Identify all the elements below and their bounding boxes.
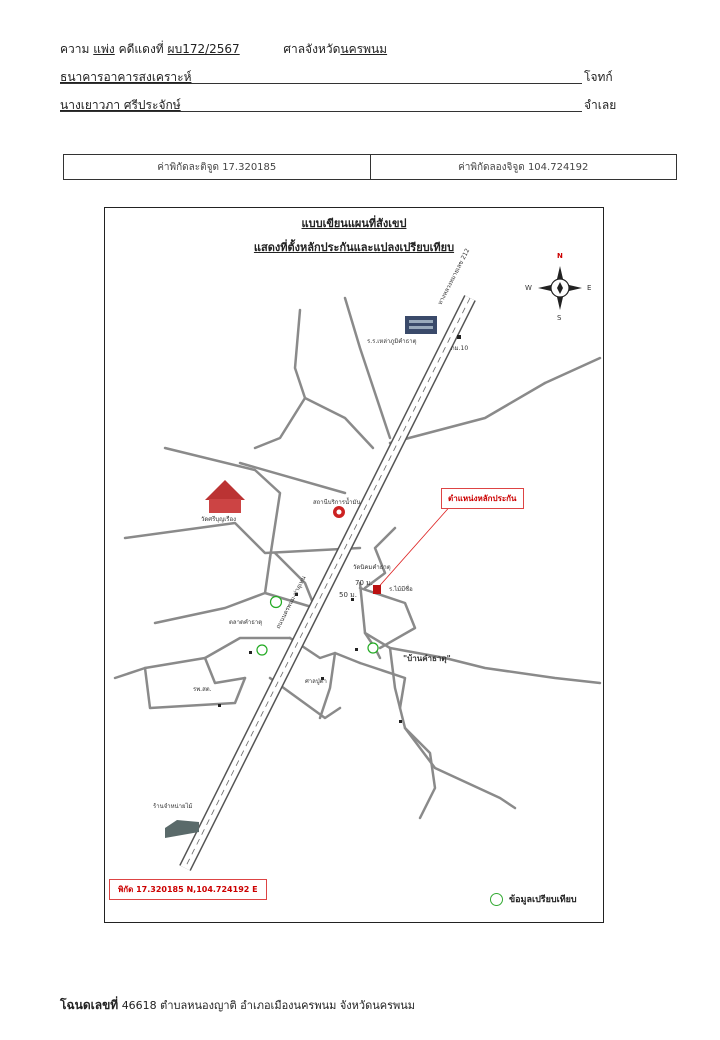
legend-label: ข้อมูลเปรียบเทียบ	[509, 895, 577, 905]
plaintiff-name: ธนาคารอาคารสงเคราะห์	[60, 70, 192, 84]
pole-marker-4	[355, 648, 358, 651]
village-name-label: "บ้านคำธาตุ"	[403, 654, 451, 663]
road-loop	[358, 586, 417, 650]
main-highway	[179, 295, 476, 871]
gas-station-icon	[333, 506, 345, 518]
case-line: ความ แพ่ง คดีแดงที่ ผบ172/2567 ศาลจังหวั…	[60, 40, 387, 59]
compass-n: N	[557, 252, 563, 260]
health-center-label: รพ.สต.	[193, 686, 212, 693]
legend-circle-icon	[490, 892, 503, 906]
distance-50-label: 50 ม.	[339, 591, 357, 599]
pole-km-label: กม.10	[451, 345, 469, 352]
pole-marker-2	[351, 598, 354, 601]
road-west-4	[153, 556, 272, 625]
property-pointer-line	[374, 502, 454, 592]
road-west-3	[123, 521, 362, 555]
compass-s: S	[557, 314, 562, 322]
map-subtitle: แสดงที่ตั้งหลักประกันและแปลงเปรียบเทียบ	[253, 241, 455, 254]
plaintiff-role: โจทก์	[584, 70, 613, 84]
comparison-point-2	[256, 644, 268, 656]
red-case-label: คดีแดงที่	[118, 42, 164, 56]
road-sw-3	[203, 636, 292, 660]
coordinates-table: ค่าพิกัดละติจูด 17.320185 ค่าพิกัดลองจิจ…	[63, 154, 677, 180]
temple2-label: ตลาดคำธาตุ	[229, 619, 263, 626]
temple-icon	[205, 480, 245, 513]
case-type: แพ่ง	[93, 42, 115, 56]
school-building-icon	[405, 316, 437, 334]
pole-marker-3	[295, 593, 298, 596]
deed-line: โฉนดเลขที่ 46618 ตำบลหนองญาติ อำเภอเมือง…	[60, 996, 415, 1015]
deed-text: 46618 ตำบลหนองญาติ อำเภอเมืองนครพนม จังห…	[121, 999, 416, 1012]
factory-icon	[165, 820, 199, 838]
road-northwest	[253, 308, 307, 450]
red-case-number: ผบ172/2567	[167, 42, 240, 56]
road-village-3	[333, 651, 362, 665]
shrine-label: ศาลปู่ตา	[305, 678, 327, 685]
road-west-2	[238, 461, 347, 495]
deed-label: โฉนดเลขที่	[60, 998, 119, 1012]
plaintiff-line	[60, 83, 582, 84]
road-south-2	[403, 726, 437, 820]
legend: ข้อมูลเปรียบเทียบ	[490, 892, 577, 906]
pole-marker-7	[399, 720, 402, 723]
road-west-1	[163, 446, 282, 560]
coordinate-label: พิกัด 17.320185 N,104.724192 E	[109, 879, 267, 900]
shop-label: ร.ไม้มีชื่อ	[389, 586, 413, 593]
court-label: ศาลจังหวัด	[283, 42, 341, 56]
pole-marker-1	[457, 335, 461, 339]
distance-70-label: 70 ม.	[355, 579, 373, 587]
latitude-cell: ค่าพิกัดละติจูด 17.320185	[157, 161, 277, 173]
court-name: นครพนม	[340, 42, 388, 56]
pole-marker-8	[321, 677, 324, 680]
case-label: ความ	[60, 42, 90, 56]
road-sw-2	[143, 666, 247, 710]
comparison-point-3	[367, 642, 379, 654]
road-west-5	[263, 591, 317, 610]
compass-w: W	[525, 284, 532, 292]
road-southeast-1	[358, 581, 602, 685]
temple-label: วัดศรีบุญเรือง	[201, 516, 237, 523]
road-village-5	[268, 676, 342, 720]
pole-marker-6	[218, 704, 221, 707]
school-label: ร.ร.เหล่าภูมิคำธาตุ	[367, 338, 417, 345]
compass-icon	[538, 266, 582, 310]
pole-marker-5	[249, 651, 252, 654]
compass-e: E	[587, 284, 592, 292]
road-north-branch	[343, 296, 392, 440]
road-village-1	[363, 526, 397, 590]
map-title: แบบเขียนแผนที่สังเขป	[301, 217, 407, 230]
property-location-label: ตำแหน่งหลักประกัน	[441, 488, 524, 509]
road-east-2	[543, 356, 602, 385]
road-nw-link	[303, 396, 375, 450]
defendant-role: จำเลย	[584, 98, 617, 112]
comparison-point-1	[269, 595, 283, 609]
gas-station-label: สถานีบริการน้ำมัน	[313, 499, 361, 506]
map-roads	[113, 266, 602, 871]
property-marker	[373, 585, 381, 594]
road-east-1	[388, 381, 547, 445]
road-west-6	[273, 551, 317, 610]
sketch-map: แบบเขียนแผนที่สังเขป แสดงที่ตั้งหลักประก…	[104, 207, 604, 923]
road-village-6	[358, 661, 407, 710]
village-marker-label: วัดนิคมคำธาตุ	[353, 564, 391, 571]
road-sw-1	[113, 656, 247, 685]
factory-label: ร้านจำหน่ายไม้	[153, 803, 193, 810]
road-south-1	[388, 646, 517, 810]
defendant-line	[60, 111, 582, 112]
longitude-cell: ค่าพิกัดลองจิจูด 104.724192	[369, 155, 677, 179]
defendant-name: นางเยาวภา ศรีประจักษ์	[60, 98, 181, 112]
